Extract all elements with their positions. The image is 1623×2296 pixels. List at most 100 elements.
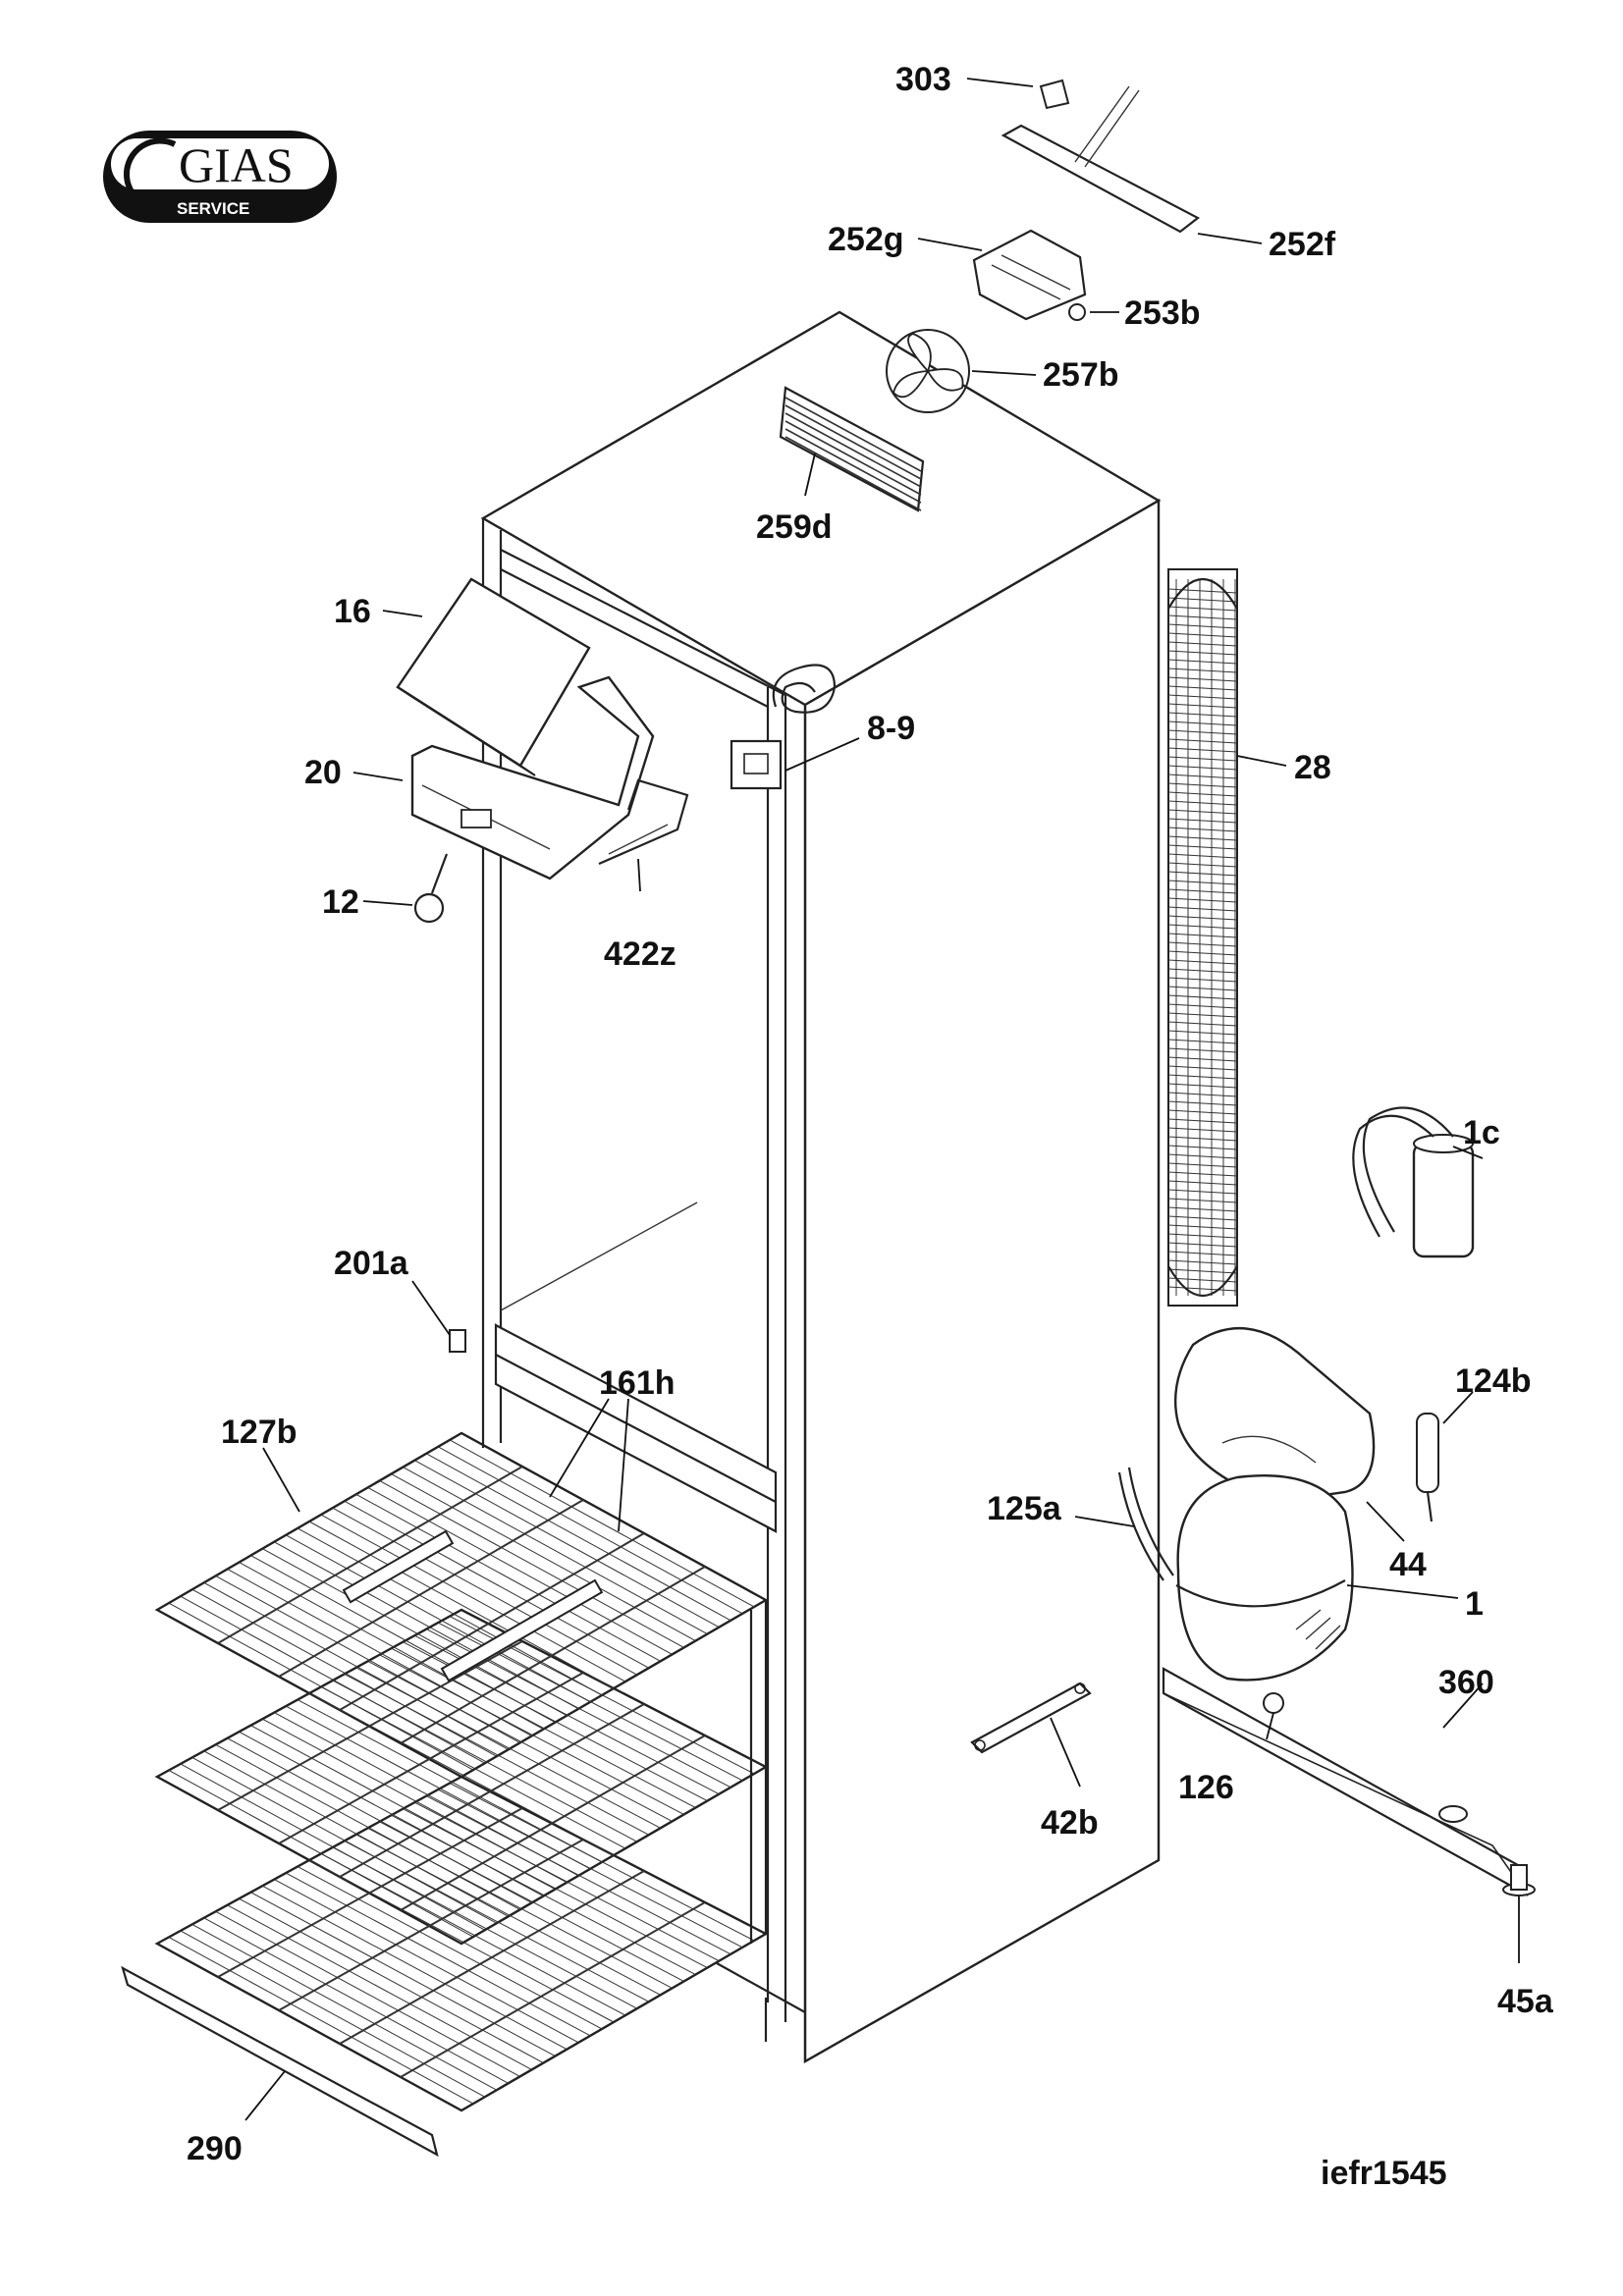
decorative-stroke [180,1763,486,1931]
label-125a: 125a [987,1490,1062,1527]
capacitor [1352,1106,1475,1258]
label-44: 44 [1389,1546,1427,1583]
decorative-stroke [278,1839,584,2011]
decorative-stroke [215,1910,520,2077]
decorative-stroke [203,1917,509,2084]
decorative-stroke [308,1692,615,1856]
decorative-stroke [437,1446,743,1615]
decorative-stroke [1167,1021,1238,1027]
decorative-stroke [180,1595,486,1764]
decorative-stroke [426,1795,731,1955]
decorative-stroke [1167,941,1238,947]
label-8-9: 8-9 [867,710,915,747]
decorative-stroke [1167,880,1238,885]
decorative-stroke [215,1743,520,1910]
decorative-stroke [278,1672,584,1844]
decorative-stroke [191,1588,498,1757]
decorative-stroke [1167,1074,1238,1080]
label-124b: 124b [1455,1362,1532,1400]
logo-sub: SERVICE [177,199,249,218]
decorative-stroke [379,1480,684,1648]
decorative-stroke [273,1541,579,1710]
decorative-stroke [273,1879,579,2044]
decorative-stroke [1167,1109,1238,1115]
decorative-stroke [391,1473,696,1641]
decorative-stroke [203,1581,509,1750]
small-hardware [449,1329,1536,1896]
diagram-reference: iefr1545 [1321,2155,1447,2192]
label-290: 290 [187,2130,243,2167]
decorative-stroke [1167,1153,1238,1159]
decorative-stroke [1167,977,1238,983]
decorative-stroke [1167,1030,1238,1036]
decorative-stroke [297,1527,603,1696]
decorative-stroke [449,1439,755,1608]
decorative-stroke [239,1897,544,2063]
decorative-stroke [320,1514,626,1682]
decorative-stroke [344,1500,650,1669]
decorative-stroke [227,1904,532,2070]
label-127b: 127b [221,1414,298,1451]
decorative-stroke [1167,641,1238,647]
decorative-stroke [784,412,922,488]
decorative-stroke [339,1703,645,1878]
label-16: 16 [334,593,371,630]
decorative-stroke [355,1493,661,1662]
fridge-cabinet [480,310,1162,2064]
label-252g: 252g [828,221,904,258]
decorative-stroke [1167,888,1238,894]
decorative-stroke [1167,1012,1238,1018]
decorative-stroke [262,1885,568,2051]
label-20: 20 [304,754,342,791]
decorative-stroke [1167,862,1238,868]
decorative-stroke [414,1460,720,1629]
decorative-stroke [1167,659,1238,665]
decorative-stroke [332,1507,638,1676]
decorative-stroke [1167,606,1238,612]
leader-lines [244,78,1520,2121]
decorative-stroke [339,1532,645,1711]
decorative-stroke [1167,1047,1238,1053]
decorative-stroke [1167,853,1238,859]
decorative-stroke [1167,1268,1238,1274]
decorative-stroke [367,1486,673,1655]
decorative-stroke [1167,809,1238,815]
decorative-stroke [403,1467,708,1635]
decorative-stroke [1167,800,1238,806]
decorative-stroke [784,420,922,496]
decorative-stroke [1167,968,1238,974]
decorative-stroke [217,1807,523,1978]
label-201a: 201a [334,1245,409,1282]
decorative-stroke [1167,1039,1238,1044]
decorative-stroke [339,1870,645,2045]
decorative-stroke [1167,782,1238,788]
decorative-stroke [297,1699,603,1863]
decorative-stroke [1167,756,1238,762]
decorative-stroke [285,1872,591,2037]
decorative-stroke [1167,1233,1238,1239]
decorative-stroke [1167,1286,1238,1292]
decorative-stroke [1167,1127,1238,1133]
decorative-stroke [1167,703,1238,709]
label-257b: 257b [1043,356,1119,394]
decorative-stroke [1167,818,1238,824]
decorative-stroke [1167,650,1238,656]
decorative-stroke [297,1866,603,2030]
decorative-stroke [1167,738,1238,744]
decorative-stroke [1167,994,1238,1000]
gias-service-logo: GIAS SERVICE [103,131,337,223]
decorative-stroke [344,1840,650,2002]
decorative-stroke [168,1770,474,1938]
decorative-stroke [1167,1251,1238,1256]
decorative-stroke [344,1673,650,1836]
decorative-stroke [1167,1003,1238,1009]
condenser-coil [1167,568,1238,1307]
decorative-stroke [1167,1215,1238,1221]
decorative-stroke [1167,986,1238,991]
decorative-stroke [1167,791,1238,797]
decorative-stroke [1167,1056,1238,1062]
decorative-stroke [1167,897,1238,903]
decorative-stroke [332,1680,638,1842]
decorative-stroke [332,1846,638,2009]
label-42b: 42b [1041,1804,1099,1842]
